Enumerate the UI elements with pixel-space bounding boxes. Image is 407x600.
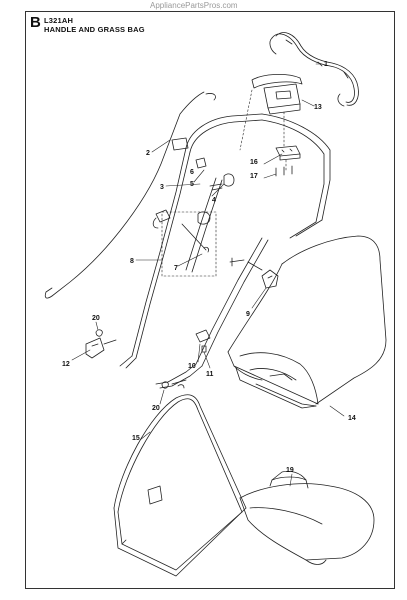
callout-15: 15 bbox=[132, 435, 140, 442]
callout-10: 10 bbox=[188, 363, 196, 370]
callout-1: 1 bbox=[324, 61, 328, 68]
model-number: L321AH bbox=[44, 16, 74, 25]
bag-frame-part bbox=[113, 394, 247, 577]
callout-16: 16 bbox=[250, 159, 258, 166]
diagram-frame bbox=[25, 11, 395, 589]
callout-20-left: 20 bbox=[92, 315, 100, 322]
leader-lines bbox=[71, 63, 345, 487]
lower-handle-part bbox=[155, 177, 269, 389]
callout-9: 9 bbox=[246, 311, 250, 318]
callout-19: 19 bbox=[286, 467, 294, 474]
callout-17: 17 bbox=[250, 173, 258, 180]
handle-grip-part bbox=[269, 32, 359, 107]
hinge-left-part bbox=[85, 329, 117, 359]
callout-3: 3 bbox=[160, 184, 164, 191]
callout-20-right: 20 bbox=[152, 405, 160, 412]
main-handle-frame bbox=[119, 113, 331, 369]
part-8-group-box bbox=[161, 211, 217, 277]
callout-labels: 1 2 3 4 5 6 7 8 9 10 11 12 13 14 15 16 1… bbox=[62, 61, 356, 474]
callout-5: 5 bbox=[190, 181, 194, 188]
callout-11: 11 bbox=[206, 371, 214, 378]
hinge-right-part bbox=[161, 379, 187, 389]
hardware-upper bbox=[195, 157, 235, 191]
callout-6: 6 bbox=[190, 169, 194, 176]
pin-nut-part bbox=[195, 329, 211, 353]
handle-knob-part bbox=[229, 257, 279, 289]
mulch-plug-part bbox=[239, 470, 375, 565]
callout-8: 8 bbox=[130, 258, 134, 265]
callout-2: 2 bbox=[146, 150, 150, 157]
guide-lines bbox=[239, 89, 287, 171]
hardware-middle bbox=[152, 209, 211, 253]
callout-4: 4 bbox=[212, 197, 216, 204]
section-letter: B bbox=[30, 14, 41, 31]
diagram-title: HANDLE AND GRASS BAG bbox=[44, 25, 145, 34]
callout-13: 13 bbox=[314, 104, 322, 111]
control-cable-part bbox=[44, 91, 216, 299]
grass-bag-part bbox=[227, 235, 387, 409]
control-console-part bbox=[251, 74, 303, 115]
watermark: AppliancePartsPros.com bbox=[150, 1, 238, 10]
callout-14: 14 bbox=[348, 415, 356, 422]
callout-12: 12 bbox=[62, 361, 70, 368]
bracket-part bbox=[275, 145, 301, 177]
callout-7: 7 bbox=[174, 265, 178, 272]
